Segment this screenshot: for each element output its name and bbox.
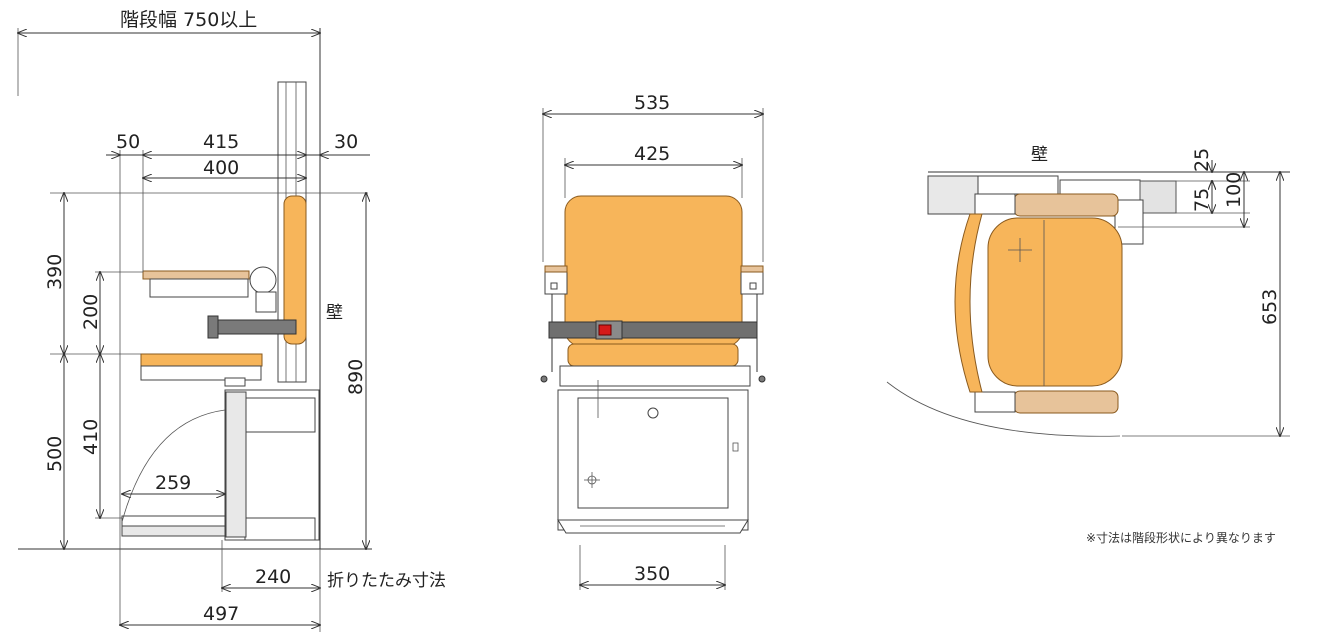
fold-arc — [121, 409, 226, 523]
dim-400: 400 — [203, 157, 239, 179]
front-footrest — [557, 519, 749, 534]
dim-535: 535 — [634, 92, 670, 114]
dim-200: 200 — [80, 294, 102, 330]
front-seat-base — [559, 365, 751, 387]
dim-425: 425 — [634, 143, 670, 165]
side-armrest — [142, 270, 250, 280]
side-seat — [140, 353, 263, 367]
dim-30: 30 — [334, 131, 358, 153]
armrest-bracket — [149, 278, 249, 298]
top-armrest-upper — [1013, 193, 1119, 217]
dim-497: 497 — [203, 603, 239, 625]
front-seat-belt — [548, 321, 758, 339]
top-view: 壁 25 75 100 653 — [886, 145, 1290, 437]
stair-width-label: 階段幅 750以上 — [120, 9, 257, 31]
dim-890: 890 — [345, 359, 367, 395]
dim-350: 350 — [634, 563, 670, 585]
swing-arc — [886, 381, 1121, 437]
top-backrest — [954, 213, 983, 393]
dim-50: 50 — [116, 131, 140, 153]
top-armrest-lower — [1013, 390, 1119, 414]
side-wall-label: 壁 — [326, 303, 343, 323]
dim-25: 25 — [1191, 148, 1213, 172]
dim-390: 390 — [44, 254, 66, 290]
folded-label: 折りたたみ寸法 — [327, 571, 446, 591]
side-footrest — [121, 515, 226, 527]
front-seat — [567, 343, 739, 367]
side-view: 壁 階段幅 750以上 — [18, 9, 446, 632]
dim-75: 75 — [1191, 188, 1213, 212]
side-seat-belt — [209, 319, 297, 335]
dim-240: 240 — [255, 566, 291, 588]
dim-100: 100 — [1223, 172, 1245, 208]
top-wall-label: 壁 — [1031, 145, 1048, 165]
side-backrest — [283, 195, 307, 345]
seat-base — [140, 365, 262, 381]
dim-500: 500 — [44, 436, 66, 472]
front-view: 535 425 — [540, 92, 766, 590]
dim-410: 410 — [80, 419, 102, 455]
belt-buckle — [598, 324, 612, 336]
armrest-pivot — [249, 266, 277, 294]
dim-653: 653 — [1259, 289, 1281, 325]
dim-415: 415 — [203, 131, 239, 153]
dim-259: 259 — [155, 472, 191, 494]
dimension-note: ※寸法は階段形状により異なります — [1086, 530, 1276, 545]
top-seat — [987, 217, 1123, 387]
